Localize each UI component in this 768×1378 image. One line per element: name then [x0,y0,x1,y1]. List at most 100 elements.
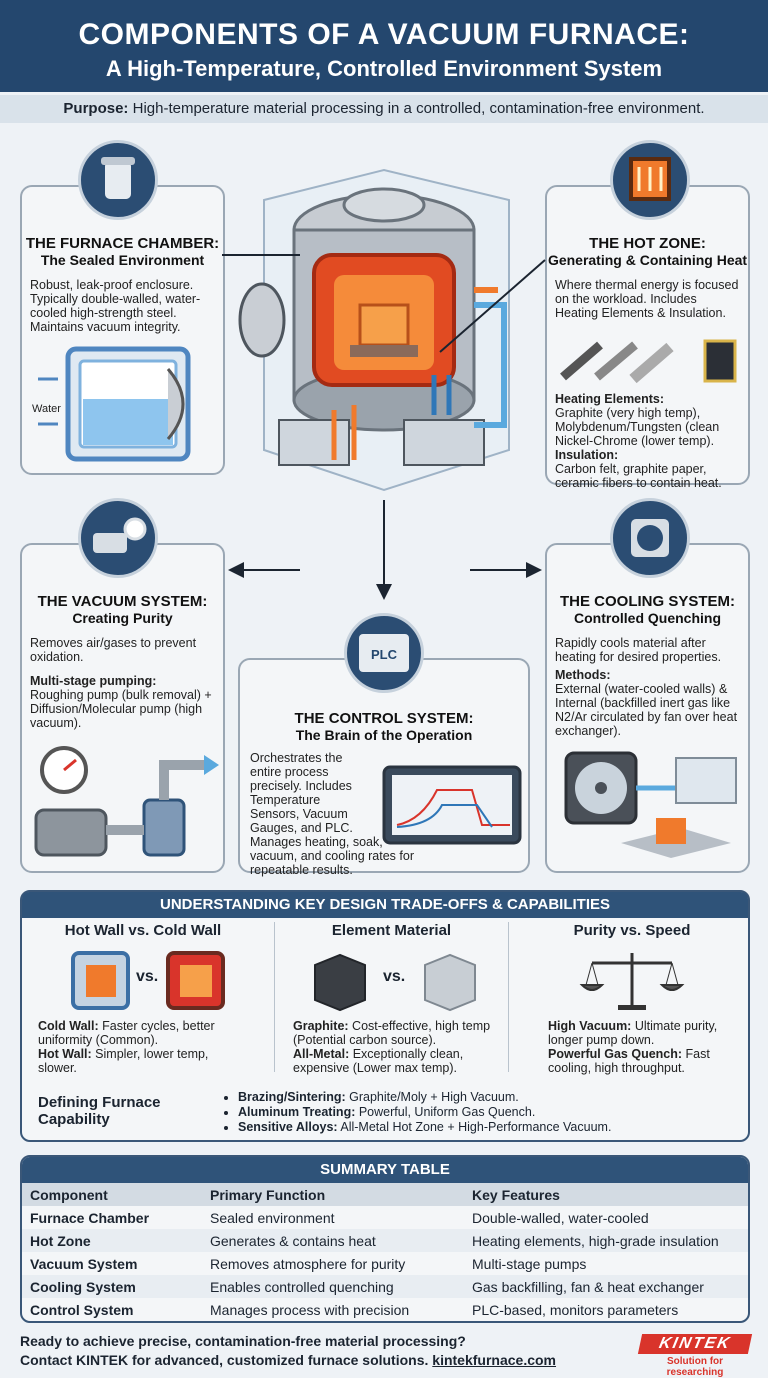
tradeoff-element-text: Graphite: Cost-effective, high temp (Pot… [275,1015,508,1075]
table-cell: Vacuum System [30,1255,138,1272]
table-row: Vacuum System Removes atmosphere for puri… [22,1252,748,1275]
control-icon: PLC [344,613,424,693]
tradeoff-purity-text: High Vacuum: Ultimate purity, longer pum… [518,1015,746,1075]
footer-line-1: Ready to achieve precise, contamination-… [20,1333,466,1349]
chamber-title: THE FURNACE CHAMBER: [25,235,220,252]
capability-item-label: Aluminum Treating: [238,1105,356,1119]
table-cell: Multi-stage pumps [472,1255,587,1272]
cold-wall-text: Faster cycles, better uniformity (Common… [38,1019,215,1047]
website-link[interactable]: kintekfurnace.com [432,1352,557,1368]
purpose-bar: Purpose: High-temperature material proce… [0,95,768,123]
chamber-icon [78,140,158,220]
control-chart-illustration [382,765,522,845]
table-header: Primary Function [202,1183,464,1206]
tradeoffs-section: UNDERSTANDING KEY DESIGN TRADE-OFFS & CA… [20,890,750,1142]
hot-wall-text: Simpler, lower temp, slower. [38,1047,209,1075]
cold-wall-label: Cold Wall: [38,1019,99,1033]
table-cell: Generates & contains heat [202,1229,464,1252]
tradeoff-element-title: Element Material [331,922,452,939]
capability-block: Defining Furnace Capability Brazing/Sint… [38,1090,738,1138]
tradeoff-purity: Purity vs. Speed High Vacuum: Ultimate p… [518,922,746,1075]
summary-table: Component Primary Function Key Features … [22,1183,748,1321]
all-metal-text: Exceptionally clean, expensive (Lower ma… [293,1047,464,1075]
hotzone-elements: Heating Elements: Graphite (very high te… [555,392,745,490]
tradeoff-hot-cold-text: Cold Wall: Faster cycles, better uniform… [28,1015,258,1075]
capability-item: Sensitive Alloys: All-Metal Hot Zone + H… [238,1120,611,1135]
table-cell: Control System [30,1301,134,1318]
capability-item-text: Graphite/Moly + High Vacuum. [345,1090,519,1104]
capability-item-text: Powerful, Uniform Gas Quench. [355,1105,536,1119]
summary-section: SUMMARY TABLE Component Primary Function… [20,1155,750,1323]
table-cell: Hot Zone [22,1229,202,1252]
balance-scale-icon [579,953,685,1010]
insulation-text: Carbon felt, graphite paper, ceramic fib… [555,462,722,490]
hotzone-icon [610,140,690,220]
table-cell: Double-walled, water-cooled [472,1209,649,1226]
gas-quench-text: Fast cooling, high throughput. [548,1047,710,1075]
chamber-subtitle: The Sealed Environment [40,252,205,268]
cooling-icon [610,498,690,578]
table-cell: Enables controlled quenching [202,1275,464,1298]
table-cell: PLC-based, monitors parameters [472,1301,679,1318]
high-vacuum-label: High Vacuum: [548,1019,632,1033]
water-label: Water [32,403,61,415]
vacuum-title: THE VACUUM SYSTEM: [37,593,208,610]
logo-name: KINTEK [637,1334,753,1354]
hot-cold-wall-illustration [71,951,225,1010]
footer-line-2: Contact KINTEK for advanced, customized … [20,1351,556,1370]
capability-list: Brazing/Sintering: Graphite/Moly + High … [238,1090,611,1135]
chamber-illustration [38,346,191,462]
multi-label: Multi-stage pumping: [30,674,157,688]
table-cell: Gas backfilling, fan & heat exchanger [464,1275,748,1298]
table-header: Key Features [464,1183,748,1206]
footer-line-2-text: Contact KINTEK for advanced, customized … [20,1352,433,1368]
control-text-1: Orchestrates the entire process precisel… [250,751,353,835]
control-title: THE CONTROL SYSTEM: [294,710,474,727]
tradeoff-hot-cold: Hot Wall vs. Cold Wall vs. Cold Wall: Fa… [28,922,258,1075]
gas-quench-label: Powerful Gas Quench: [548,1047,683,1061]
cooling-methods: Methods: External (water-cooled walls) &… [547,664,748,738]
hotzone-card: THE HOT ZONE: Generating & Containing He… [545,185,750,490]
vs-label-1: vs. [136,968,159,985]
cooling-title: THE COOLING SYSTEM: [559,593,735,610]
hot-wall-label: Hot Wall: [38,1047,92,1061]
hotzone-title: THE HOT ZONE: [589,235,706,252]
chamber-card: THE FURNACE CHAMBER: The Sealed Environm… [20,185,225,475]
vs-label-2: vs. [383,968,406,985]
table-cell: Removes atmosphere for purity [210,1255,406,1272]
tradeoff-hot-cold-title: Hot Wall vs. Cold Wall [64,922,222,939]
multi-text: Roughing pump (bulk removal) + Diffusion… [30,688,212,730]
page-subtitle: A High-Temperature, Controlled Environme… [105,56,663,81]
vacuum-icon [78,498,158,578]
control-card: THE CONTROL SYSTEM: The Brain of the Ope… [238,658,530,877]
summary-title: SUMMARY TABLE [22,1157,748,1183]
table-cell: Manages process with precision [210,1301,410,1318]
cooling-card: THE COOLING SYSTEM: Controlled Quenching… [545,543,750,873]
chamber-text: Robust, leak-proof enclosure. Typically … [30,278,201,334]
control-subtitle: The Brain of the Operation [295,727,473,743]
vacuum-pump-illustration [34,746,219,857]
graphite-text: Cost-effective, high temp (Potential car… [293,1019,491,1047]
heating-elements-illustration [560,339,737,384]
methods-text: External (water-cooled walls) & Internal… [555,682,738,738]
capability-item: Brazing/Sintering: Graphite/Moly + High … [238,1090,611,1105]
table-header: Component [22,1183,202,1206]
insulation-label: Insulation: [555,448,619,462]
capability-title: Defining Furnace Capability [38,1094,161,1128]
high-vacuum-text: Ultimate purity, longer pump down. [548,1019,718,1047]
elements-label: Heating Elements: [555,392,665,406]
purpose-text: High-temperature material processing in … [128,100,705,117]
vacuum-multistage: Multi-stage pumping: Roughing pump (bulk… [22,664,223,730]
vacuum-card: THE VACUUM SYSTEM: Creating Purity Remov… [20,543,225,873]
header-banner: COMPONENTS OF A VACUUM FURNACE: A High-T… [0,0,768,92]
footer-cta: Ready to achieve precise, contamination-… [20,1332,556,1370]
elements-text: Graphite (very high temp), Molybdenum/Tu… [555,406,720,448]
cooling-fan-illustration [564,751,737,858]
control-text-2: Manages heating, soak, vacuum, and cooli… [250,835,414,877]
vacuum-subtitle: Creating Purity [72,610,173,626]
tradeoff-element: Element Material vs. Graphite: Cost-effe… [274,922,509,1075]
kintek-logo: KINTEK Solution for researching [637,1334,753,1378]
furnace-diagram [238,168,510,492]
logo-tagline: Solution for researching [666,1356,724,1378]
